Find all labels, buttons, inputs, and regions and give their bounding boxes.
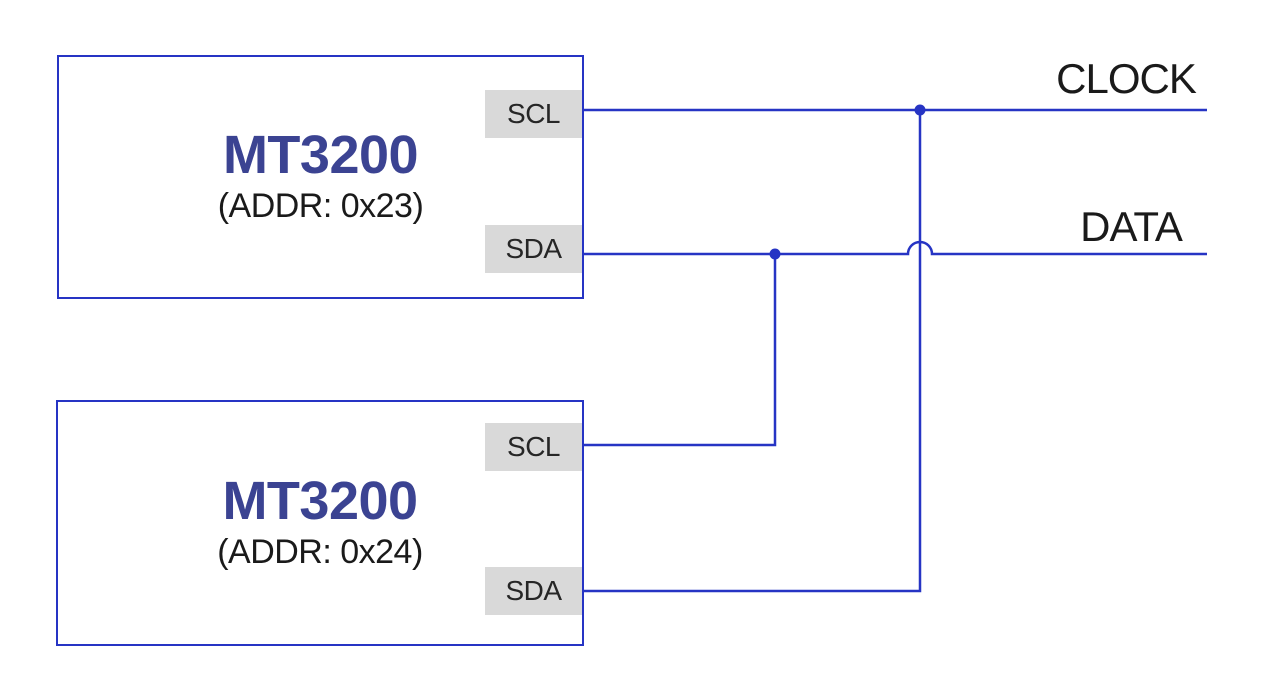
- clock-bus-label: CLOCK: [1056, 55, 1197, 102]
- device-address: (ADDR: 0x23): [217, 187, 424, 226]
- device-box-mt3200-0x23: MT3200 (ADDR: 0x23) SCL SDA: [57, 55, 584, 299]
- device-box-mt3200-0x24: MT3200 (ADDR: 0x24) SCL SDA: [56, 400, 584, 646]
- pin-label-sda: SDA: [485, 225, 582, 273]
- data-bus-label: DATA: [1080, 203, 1183, 250]
- data-junction-dot: [769, 248, 781, 260]
- pin-label-scl: SCL: [485, 90, 582, 138]
- pin-label-sda: SDA: [485, 567, 582, 615]
- device-name: MT3200: [222, 471, 418, 532]
- clock-junction-dot: [914, 104, 926, 116]
- device-address: (ADDR: 0x24): [217, 533, 423, 572]
- clock-branch-to-bottom-sda-wire: [583, 110, 922, 593]
- data-branch-to-bottom-scl-wire: [583, 254, 777, 447]
- device-name: MT3200: [222, 125, 419, 186]
- pin-label-scl: SCL: [485, 423, 582, 471]
